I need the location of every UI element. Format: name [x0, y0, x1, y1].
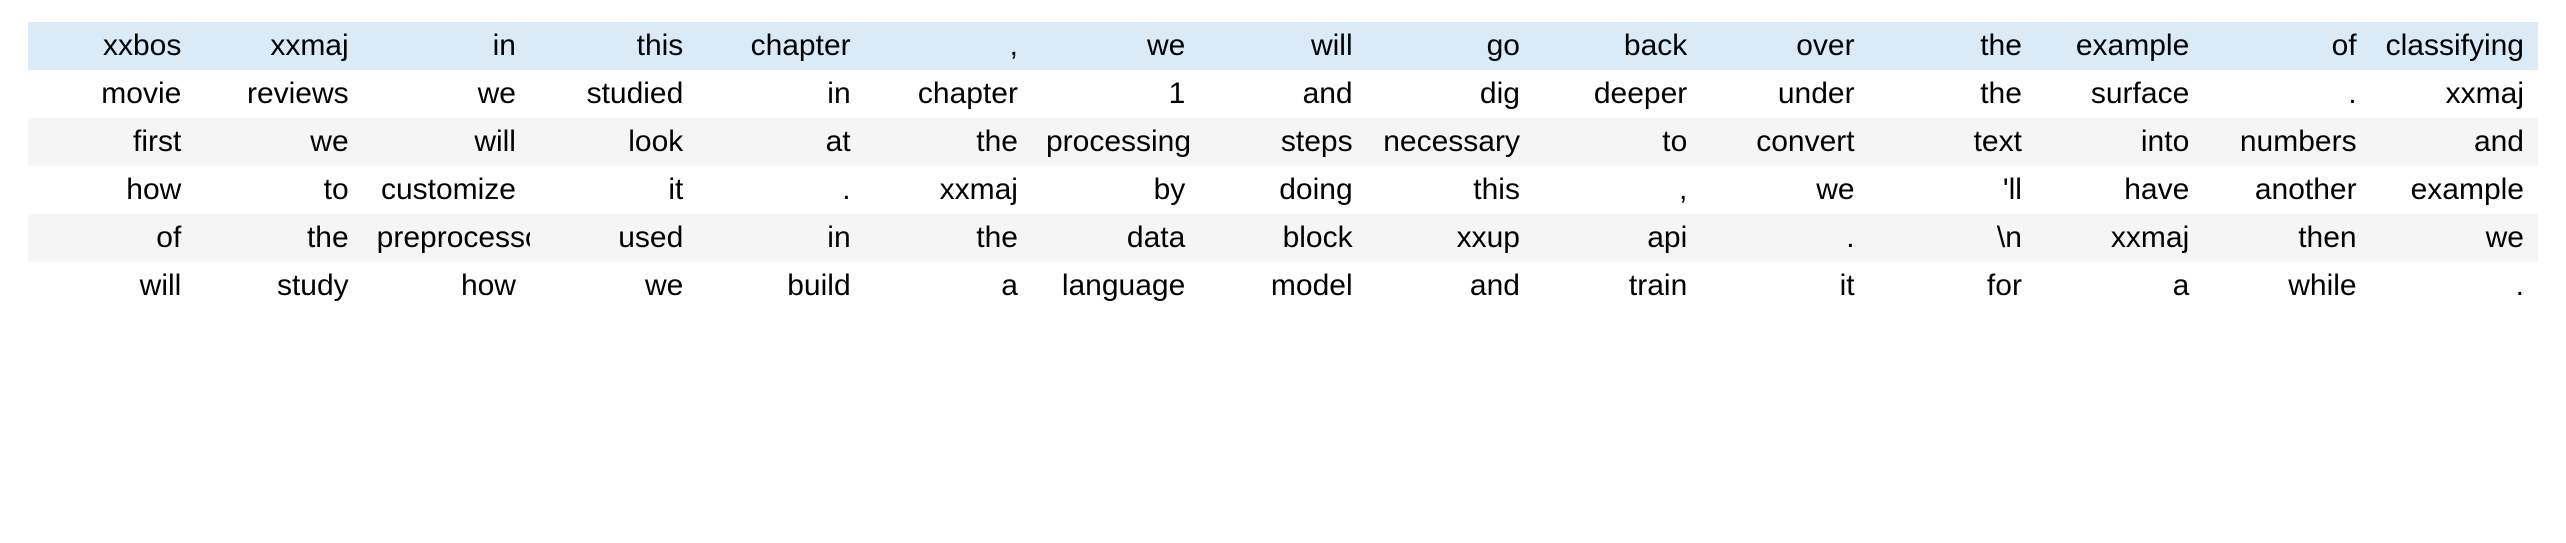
- table-cell: the: [864, 214, 1032, 262]
- table-cell: train: [1533, 262, 1702, 310]
- table-cell: customize: [362, 166, 530, 214]
- table-cell: text: [1868, 118, 2036, 166]
- table-cell: processing: [1031, 118, 1200, 166]
- table-cell: in: [362, 22, 530, 70]
- table-cell: to: [1533, 118, 1702, 166]
- table-cell: convert: [1701, 118, 1869, 166]
- table-cell: for: [1868, 262, 2036, 310]
- table-cell: into: [2035, 118, 2204, 166]
- table-row[interactable]: of the preprocessor used in the data blo…: [28, 214, 2538, 262]
- table-cell: the: [1868, 22, 2036, 70]
- table-cell: it: [1701, 262, 1869, 310]
- table-cell: at: [697, 118, 865, 166]
- token-table-container: xxbos xxmaj in this chapter , we will go…: [28, 22, 2538, 310]
- table-cell: chapter: [697, 22, 865, 70]
- table-cell: of: [28, 214, 196, 262]
- table-cell: we: [362, 70, 530, 118]
- table-cell: will: [362, 118, 530, 166]
- table-cell: look: [529, 118, 698, 166]
- table-row[interactable]: how to customize it . xxmaj by doing thi…: [28, 166, 2538, 214]
- table-cell: movie: [28, 70, 196, 118]
- table-cell: will: [28, 262, 196, 310]
- table-cell: we: [195, 118, 363, 166]
- table-cell: xxmaj: [195, 22, 363, 70]
- table-cell: dig: [1366, 70, 1534, 118]
- table-cell: in: [697, 214, 865, 262]
- table-cell: xxmaj: [2035, 214, 2204, 262]
- table-cell: 'll: [1868, 166, 2036, 214]
- table-cell: .: [1701, 214, 1869, 262]
- table-cell: by: [1031, 166, 1200, 214]
- table-cell: xxmaj: [864, 166, 1032, 214]
- table-cell: and: [2370, 118, 2538, 166]
- table-cell: the: [195, 214, 363, 262]
- table-cell: another: [2203, 166, 2371, 214]
- table-cell: studied: [529, 70, 698, 118]
- table-cell: language: [1031, 262, 1200, 310]
- table-cell: ,: [864, 22, 1032, 70]
- table-cell: we: [529, 262, 698, 310]
- table-cell: reviews: [195, 70, 363, 118]
- table-cell: 1: [1031, 70, 1200, 118]
- table-cell: and: [1199, 70, 1367, 118]
- table-cell: model: [1199, 262, 1367, 310]
- table-cell: under: [1701, 70, 1869, 118]
- table-cell: xxmaj: [2370, 70, 2538, 118]
- table-cell: .: [2370, 262, 2538, 310]
- table-cell: and: [1366, 262, 1534, 310]
- table-cell: go: [1366, 22, 1534, 70]
- table-cell: then: [2203, 214, 2371, 262]
- table-cell: example: [2370, 166, 2538, 214]
- table-cell: a: [2035, 262, 2204, 310]
- table-cell: the: [1868, 70, 2036, 118]
- table-cell: xxbos: [28, 22, 196, 70]
- table-row[interactable]: xxbos xxmaj in this chapter , we will go…: [28, 22, 2538, 70]
- table-cell: used: [529, 214, 698, 262]
- table-cell: xxup: [1366, 214, 1534, 262]
- table-cell: a: [864, 262, 1032, 310]
- table-cell: \n: [1868, 214, 2036, 262]
- table-cell: api: [1533, 214, 1702, 262]
- table-cell: it: [529, 166, 698, 214]
- table-cell: build: [697, 262, 865, 310]
- table-cell: block: [1199, 214, 1367, 262]
- table-row[interactable]: movie reviews we studied in chapter 1 an…: [28, 70, 2538, 118]
- table-cell: preprocessor: [362, 214, 530, 262]
- table-cell: classifying: [2370, 22, 2538, 70]
- table-cell: will: [1199, 22, 1367, 70]
- table-cell: we: [1701, 166, 1869, 214]
- table-cell: chapter: [864, 70, 1032, 118]
- table-cell: in: [697, 70, 865, 118]
- table-cell: back: [1533, 22, 1702, 70]
- table-cell: this: [1366, 166, 1534, 214]
- table-cell: steps: [1199, 118, 1367, 166]
- table-cell: we: [2370, 214, 2538, 262]
- token-table: xxbos xxmaj in this chapter , we will go…: [28, 22, 2538, 310]
- table-cell: this: [529, 22, 698, 70]
- table-cell: have: [2035, 166, 2204, 214]
- table-cell: of: [2203, 22, 2371, 70]
- table-cell: .: [2203, 70, 2371, 118]
- table-row[interactable]: will study how we build a language model…: [28, 262, 2538, 310]
- table-cell: study: [195, 262, 363, 310]
- table-cell: surface: [2035, 70, 2204, 118]
- table-cell: how: [362, 262, 530, 310]
- table-cell: how: [28, 166, 196, 214]
- table-cell: the: [864, 118, 1032, 166]
- table-cell: while: [2203, 262, 2371, 310]
- table-cell: .: [697, 166, 865, 214]
- table-cell: necessary: [1366, 118, 1534, 166]
- table-cell: to: [195, 166, 363, 214]
- table-cell: doing: [1199, 166, 1367, 214]
- token-table-body: xxbos xxmaj in this chapter , we will go…: [28, 22, 2538, 310]
- table-row[interactable]: first we will look at the processing ste…: [28, 118, 2538, 166]
- table-cell: first: [28, 118, 196, 166]
- table-cell: example: [2035, 22, 2204, 70]
- table-cell: data: [1031, 214, 1200, 262]
- table-cell: over: [1701, 22, 1869, 70]
- table-cell: ,: [1533, 166, 1702, 214]
- table-cell: deeper: [1533, 70, 1702, 118]
- table-cell: numbers: [2203, 118, 2371, 166]
- table-cell: we: [1031, 22, 1200, 70]
